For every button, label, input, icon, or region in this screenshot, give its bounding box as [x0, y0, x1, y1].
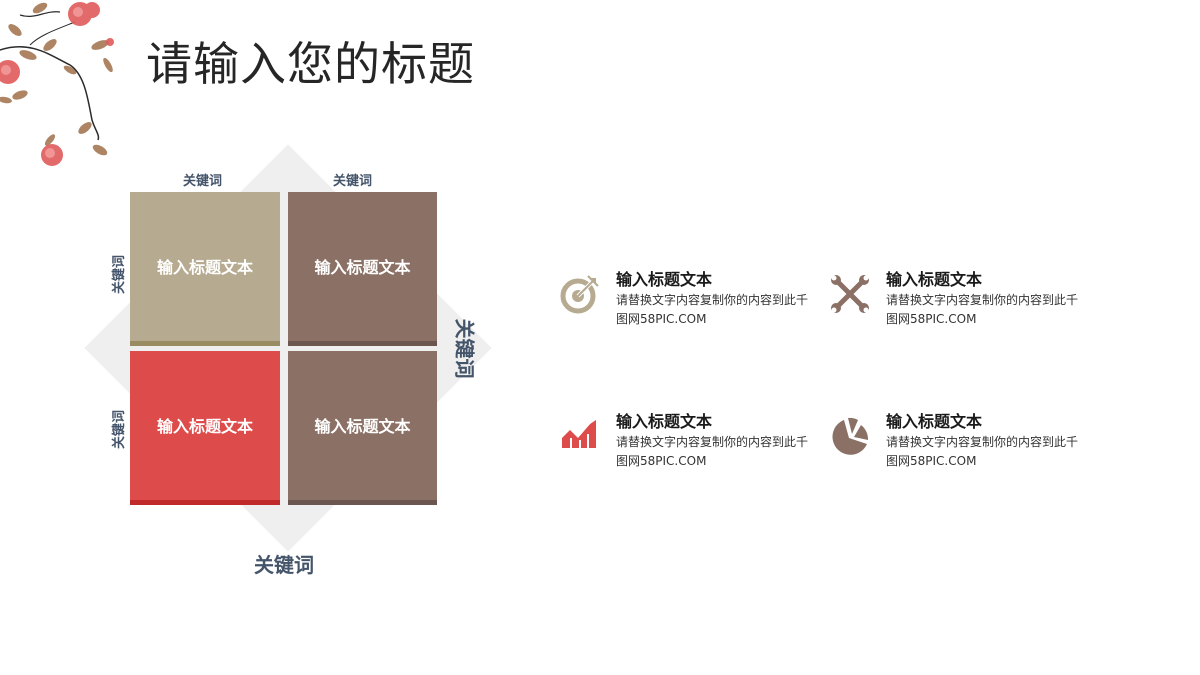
growth-chart-icon [560, 416, 599, 448]
matrix-cell-top-left[interactable]: 输入标题文本 [130, 192, 280, 346]
cell-label: 输入标题文本 [314, 417, 411, 436]
cell-bottom-bar [288, 341, 437, 346]
feature-title: 输入标题文本 [886, 270, 983, 289]
feature-description: 请替换文字内容复制你的内容到此千图网58PIC.COM [886, 435, 1079, 468]
page-title: 请输入您的标题 [146, 37, 475, 91]
axis-label-left-top: 关键词 [112, 254, 128, 295]
target-icon [560, 275, 599, 314]
feature-item-growth: 输入标题文本 请替换文字内容复制你的内容到此千图网58PIC.COM [560, 408, 810, 478]
cell-bottom-bar [130, 500, 280, 505]
feature-description: 请替换文字内容复制你的内容到此千图网58PIC.COM [616, 435, 809, 468]
pie-chart-icon [832, 417, 869, 455]
matrix-cell-bottom-right[interactable]: 输入标题文本 [288, 351, 437, 505]
feature-item-pie: 输入标题文本 请替换文字内容复制你的内容到此千图网58PIC.COM [830, 408, 1080, 478]
matrix-cell-bottom-left[interactable]: 输入标题文本 [130, 351, 280, 505]
cell-bottom-bar [288, 500, 437, 505]
flower-branch-decoration [0, 2, 114, 166]
cell-label: 输入标题文本 [314, 258, 411, 277]
axis-label-top-left: 关键词 [183, 174, 223, 189]
feature-title: 输入标题文本 [886, 412, 983, 431]
feature-description: 请替换文字内容复制你的内容到此千图网58PIC.COM [886, 293, 1079, 326]
feature-title: 输入标题文本 [616, 270, 713, 289]
cell-label: 输入标题文本 [156, 417, 253, 436]
axis-label-right: 关键词 [452, 318, 477, 379]
feature-item-tools: 输入标题文本 请替换文字内容复制你的内容到此千图网58PIC.COM [830, 266, 1080, 336]
feature-title: 输入标题文本 [616, 412, 713, 431]
axis-label-top-right: 关键词 [333, 174, 373, 189]
feature-description: 请替换文字内容复制你的内容到此千图网58PIC.COM [616, 293, 809, 326]
axis-label-left-bottom: 关键词 [112, 409, 128, 450]
cell-label: 输入标题文本 [156, 258, 253, 277]
tools-icon [831, 275, 869, 313]
matrix-cell-top-right[interactable]: 输入标题文本 [288, 192, 437, 346]
cell-bottom-bar [130, 341, 280, 346]
feature-item-target: 输入标题文本 请替换文字内容复制你的内容到此千图网58PIC.COM [560, 266, 810, 336]
axis-label-bottom: 关键词 [254, 553, 314, 577]
